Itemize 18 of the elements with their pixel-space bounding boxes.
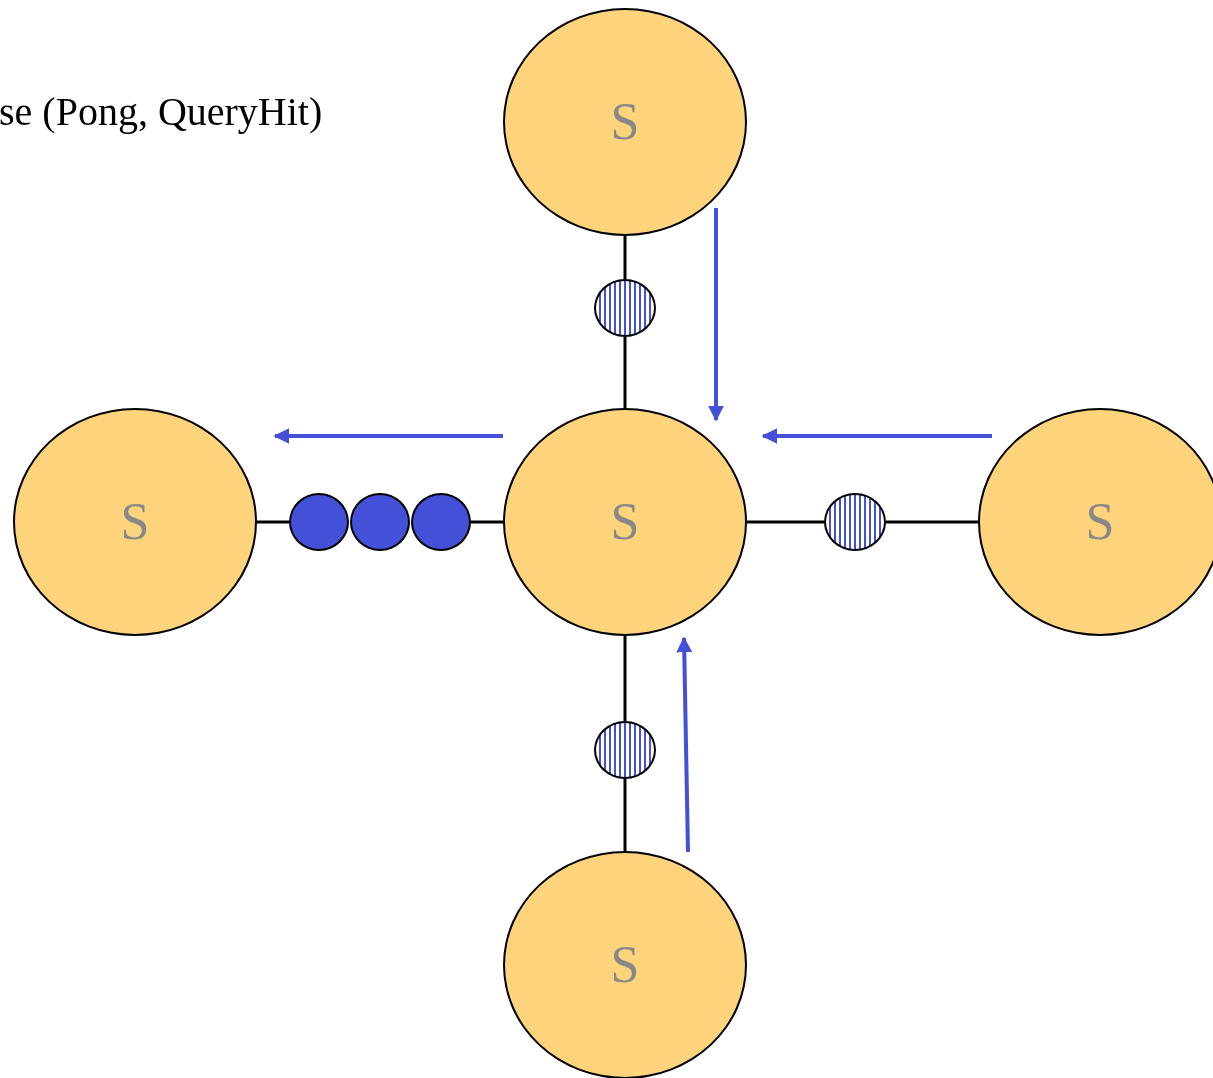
connection-line	[623, 636, 627, 721]
node-label: S	[610, 96, 640, 148]
arrow	[708, 208, 724, 422]
node-label: S	[1085, 496, 1115, 548]
arrow	[676, 636, 693, 853]
connection-line	[257, 520, 289, 524]
node-label: S	[610, 496, 640, 548]
connection-line	[623, 236, 627, 279]
arrow	[273, 428, 503, 444]
connection-line	[623, 779, 627, 851]
caption-text: se (Pong, QueryHit)	[0, 88, 323, 135]
connection-line	[747, 520, 824, 524]
connection-line	[623, 337, 627, 408]
node-label: S	[610, 939, 640, 991]
arrow	[761, 428, 992, 444]
connection-line	[886, 520, 978, 524]
connection-line	[471, 520, 503, 524]
node-label: S	[120, 496, 150, 548]
